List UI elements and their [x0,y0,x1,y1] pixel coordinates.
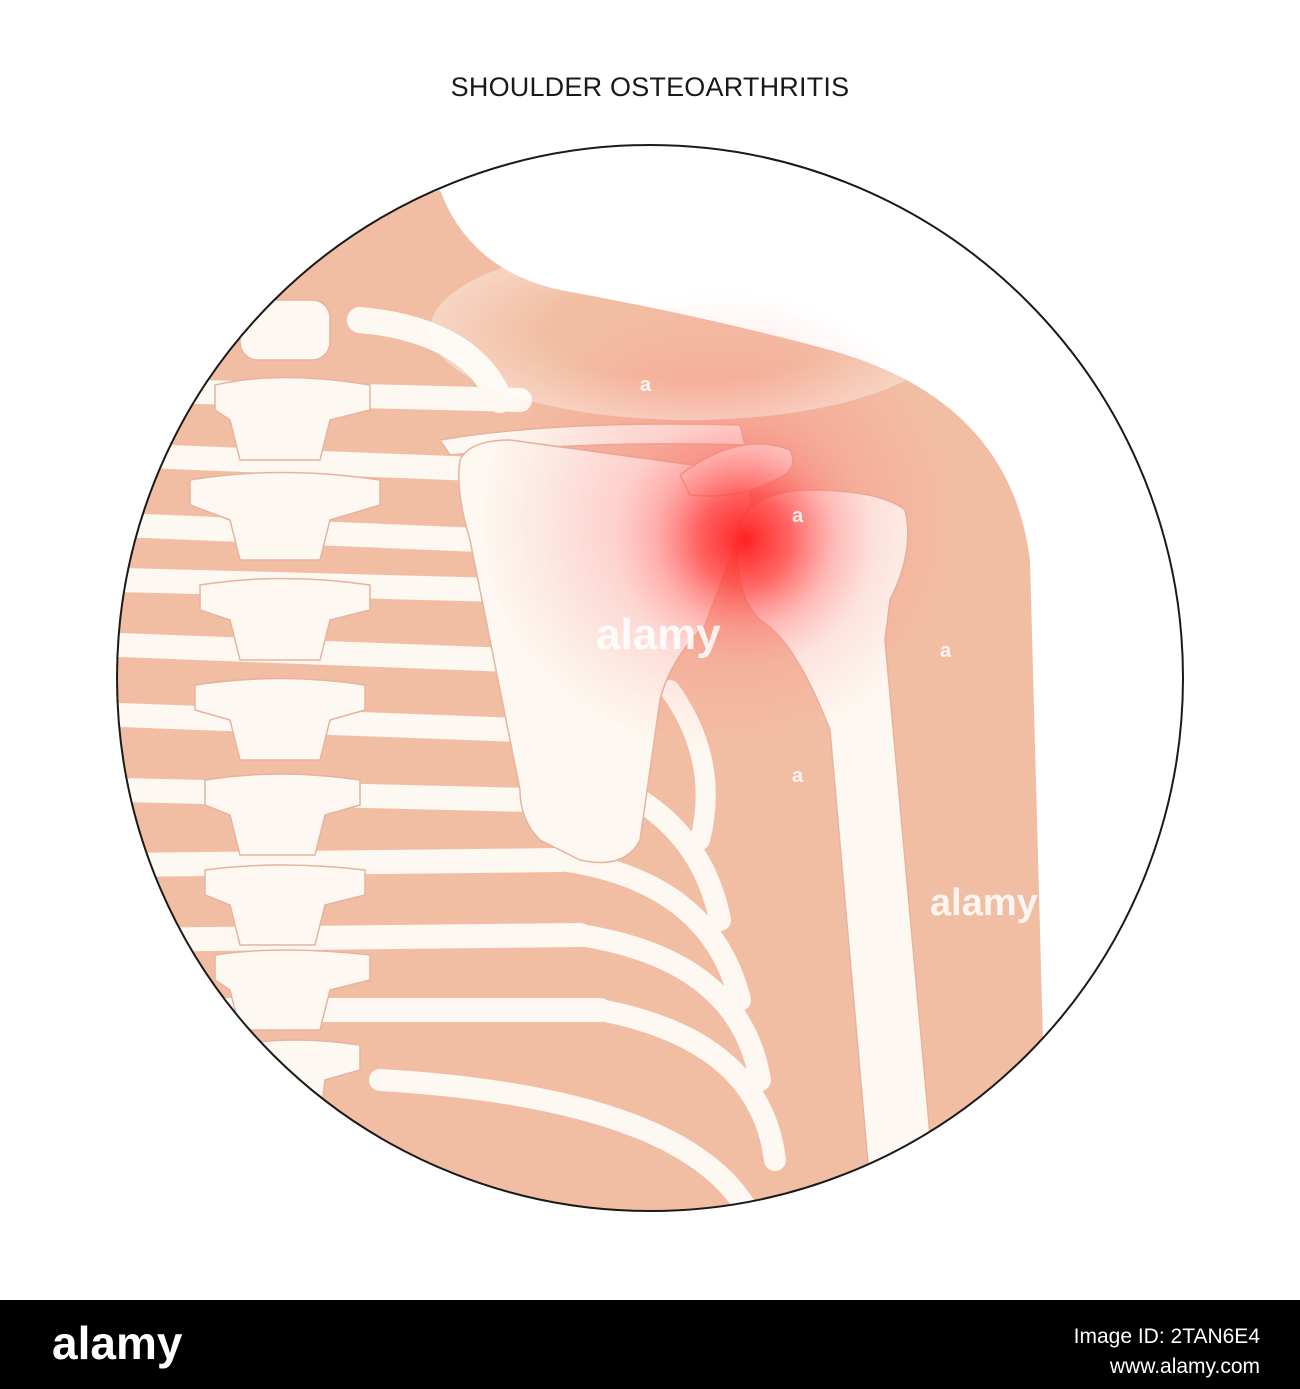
footer-logo: alamy [52,1317,183,1369]
circle-frame [116,144,1184,1212]
watermark-mark: a [492,225,504,247]
watermark-text: alamy [596,610,721,659]
pain-area [615,410,875,670]
footer-info: Image ID: 2TAN6E4 www.alamy.com [1074,1322,1260,1382]
watermark-mark: a [640,374,652,396]
watermark-mark: a [792,765,804,787]
shoulder-illustration [116,144,1184,1212]
page-title: SHOULDER OSTEOARTHRITIS [450,72,850,102]
watermark-mark: a [792,505,804,527]
site-url: www.alamy.com [1109,1355,1260,1378]
footer-bar [0,1300,1300,1389]
watermark-mark: a [940,640,952,662]
image-id: Image ID: 2TAN6E4 [1073,1325,1260,1348]
watermark-text-secondary: alamy [930,882,1038,924]
